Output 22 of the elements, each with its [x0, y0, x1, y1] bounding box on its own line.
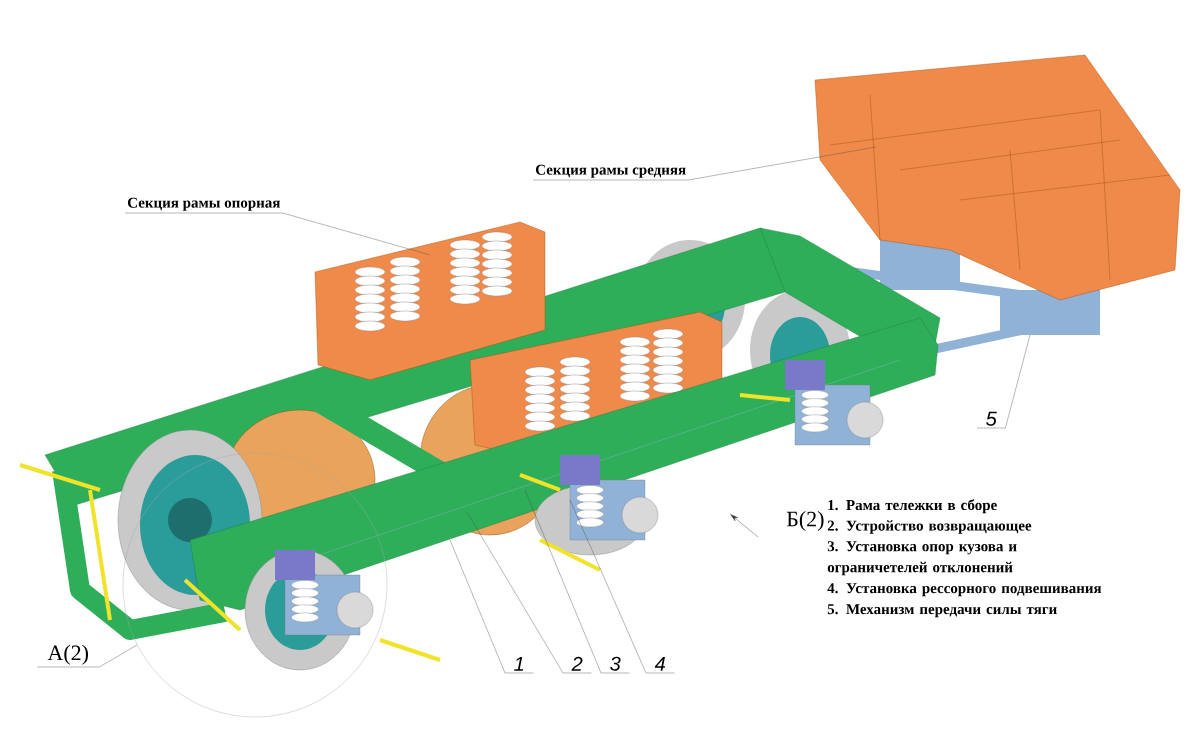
leader-line: [36, 644, 138, 668]
callout-label: Секция рамы опорная: [127, 197, 280, 211]
leader-line: [124, 212, 431, 256]
callout-label: 5: [986, 411, 997, 426]
parts-list-item: 1. Рама тележки в сборе: [828, 499, 997, 514]
callout-label: А(2): [47, 644, 88, 665]
parts-list-item: 2. Устройство возвращающее: [827, 520, 1032, 534]
leader-line: [466, 511, 592, 674]
callout-label: 3: [610, 656, 621, 671]
leader-line: [976, 334, 1031, 429]
callout-label: 1: [514, 657, 524, 671]
callout-label: Секция рамы средняя: [535, 164, 686, 178]
leader-line: [449, 539, 534, 674]
callout-label: 4: [654, 657, 665, 671]
parts-list-item: 5. Механизм передачи силы тяги: [827, 604, 1057, 618]
leader-line: [524, 489, 630, 674]
callout-label: 2: [571, 656, 583, 671]
parts-list-item: 4. Установка рессорного подвешивания: [827, 583, 1102, 597]
parts-list-item: 3. Установка опор кузова и ограничетелей отклонений: [827, 541, 1017, 576]
view-label: Б(2): [786, 511, 824, 531]
leader-line: [532, 146, 877, 181]
leader-line: [569, 499, 675, 674]
